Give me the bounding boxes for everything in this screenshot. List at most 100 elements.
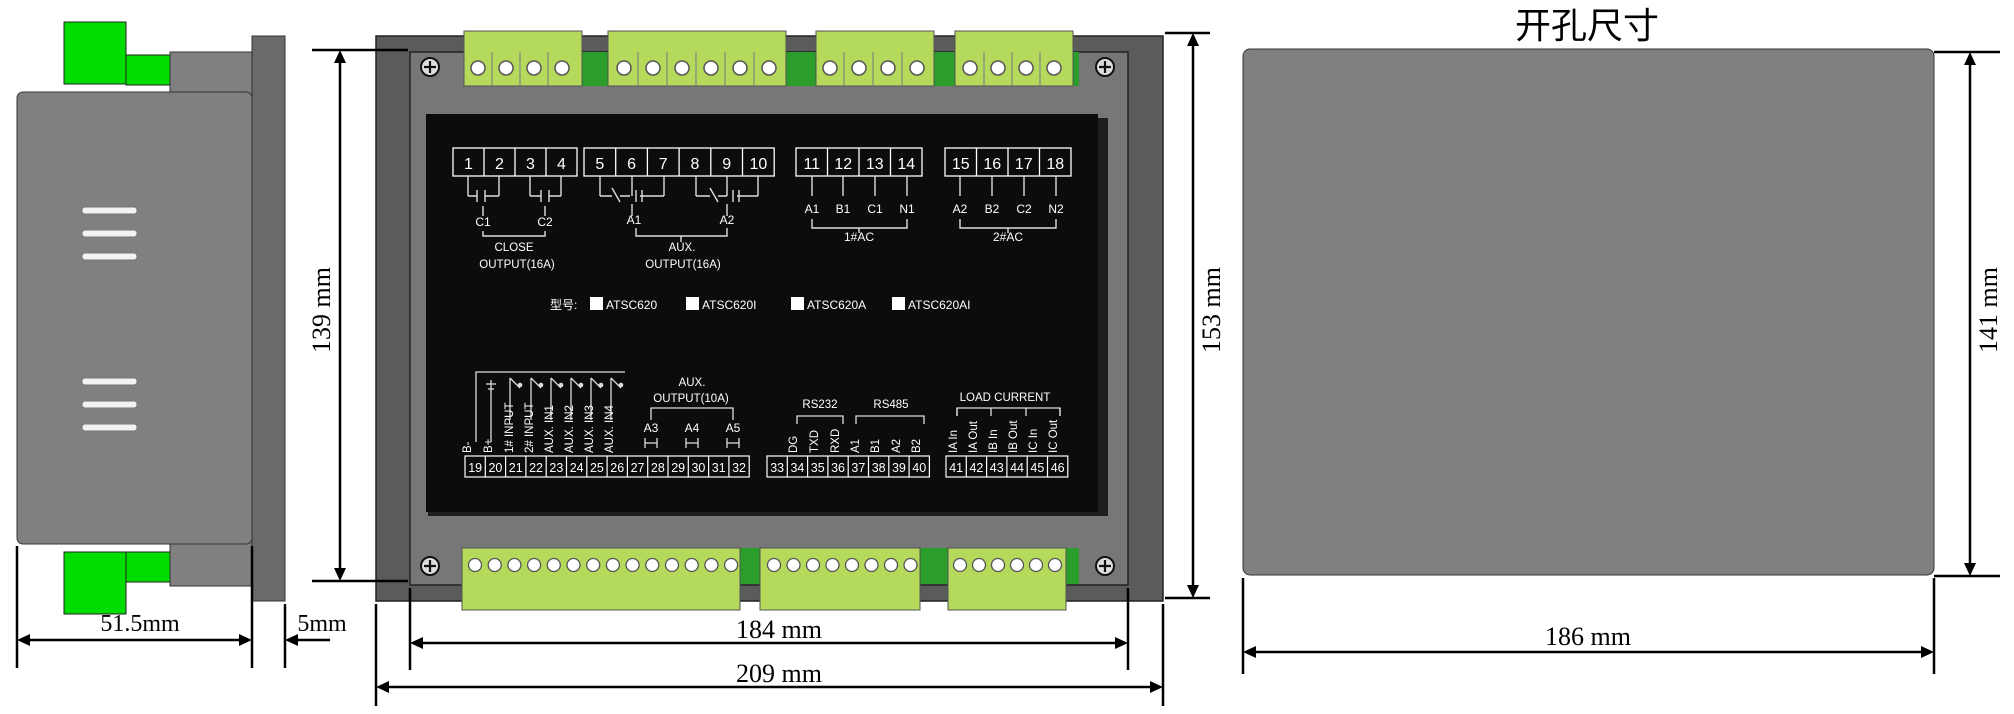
ac1-caption: 1#AC: [844, 230, 874, 244]
side-green-plug-bottom: [125, 551, 171, 583]
terminal-screw: [883, 557, 899, 573]
ac1-phase-label: B1: [836, 202, 851, 216]
top-terminal-number: 14: [897, 156, 915, 173]
load-signal-label: IC Out: [1048, 419, 1060, 453]
side-body: [16, 91, 253, 545]
side-green-connector-top: [63, 21, 127, 85]
terminal-screw: [526, 557, 542, 573]
bottom-terminal-number: 42: [969, 461, 983, 475]
input-switch-dots: [517, 382, 624, 388]
cutout-view: 开孔尺寸 141 mm 186 mm: [1241, 6, 2003, 674]
ac2-phase-label: B2: [985, 202, 1000, 216]
bottom-terminal-number: 27: [631, 461, 645, 475]
bottom-terminal-number: 46: [1051, 461, 1065, 475]
side-green-connector-bottom: [63, 551, 127, 615]
model-option-label: ATSC620AI: [908, 298, 970, 312]
ac2-caption: 2#AC: [993, 230, 1023, 244]
terminal-screw: [805, 557, 821, 573]
top-terminal-number: 9: [722, 156, 731, 173]
bottom-terminal-number: 22: [529, 461, 543, 475]
bottom-terminal-number: 33: [770, 461, 784, 475]
bottom-terminal-number: 24: [570, 461, 584, 475]
top-terminal-block-3: [815, 30, 935, 87]
aux-a1-label: A1: [627, 213, 642, 227]
top-terminal-number: 13: [866, 156, 884, 173]
aux-caption-line1: AUX.: [669, 242, 696, 254]
bottom-terminal-block-1: [461, 547, 741, 611]
top-terminal-number: 18: [1046, 156, 1064, 173]
side-bezel: [251, 35, 286, 602]
close-output-wiring: [467, 176, 562, 237]
bottom-terminal-number: 32: [732, 461, 746, 475]
terminal-screw: [704, 557, 719, 573]
top-terminal-number: 4: [557, 156, 566, 173]
label-side-depth: 51.5mm: [100, 611, 180, 637]
bottom-terminal-number: 34: [790, 461, 804, 475]
load-signal-label: IB In: [988, 429, 1000, 453]
top-terminal-number: 8: [690, 156, 699, 173]
terminal-screw: [487, 557, 502, 573]
ac1-phase-label: C1: [867, 202, 883, 216]
terminal-screw: [844, 557, 860, 573]
terminal-screw: [971, 557, 987, 573]
bottom-terminal-block-2: [759, 547, 921, 611]
mount-screw-icon: [1095, 556, 1115, 576]
label-bezel-thickness: 5mm: [297, 611, 347, 637]
ac1-phase-label: N1: [899, 202, 915, 216]
input-signal-label: AUX. IN3: [584, 405, 596, 453]
side-vent-slots-bottom: [81, 377, 138, 432]
top-terminal-number: 17: [1015, 156, 1033, 173]
bottom-terminal-number: 45: [1030, 461, 1044, 475]
terminal-screw: [825, 557, 840, 573]
bottom-terminal-number: 36: [831, 461, 845, 475]
aux-out-relay-label: A4: [685, 421, 700, 435]
ac1-wiring: [811, 176, 908, 233]
top-terminal-number: 10: [749, 156, 767, 173]
load-current-caption: LOAD CURRENT: [960, 392, 1051, 404]
top-terminal-number: 2: [495, 156, 504, 173]
input-wiring: [475, 371, 625, 442]
rs232-caption: RS232: [802, 399, 837, 411]
load-signal-label: IB Out: [1008, 420, 1020, 453]
aux-out-caption-line1: AUX.: [679, 377, 706, 389]
bottom-terminal-number: 38: [872, 461, 886, 475]
top-terminal-number: 16: [983, 156, 1001, 173]
model-checkbox: [590, 297, 603, 310]
input-signal-label: AUX. IN4: [604, 404, 616, 453]
bottom-terminal-number: 21: [509, 461, 523, 475]
close-caption-line2: OUTPUT(16A): [479, 259, 555, 271]
mount-screw-icon: [420, 57, 440, 77]
label-inner-width: 184 mm: [736, 615, 822, 644]
bottom-terminal-number: 44: [1010, 461, 1024, 475]
terminal-screw: [605, 557, 621, 573]
cutout-dimension-arrows: [1243, 52, 1976, 658]
terminal-screw: [467, 557, 483, 573]
side-green-plug-top: [125, 54, 171, 86]
load-current-wiring: [956, 407, 1061, 416]
side-vent-slots-top: [81, 206, 138, 261]
bottom-terminal-number: 40: [912, 461, 926, 475]
bottom-terminal-number: 39: [892, 461, 906, 475]
rs485-signal-label: A1: [850, 439, 862, 453]
top-terminal-number: 6: [627, 156, 636, 173]
bottom-terminal-number: 28: [651, 461, 665, 475]
load-signal-label: IC In: [1028, 429, 1040, 453]
mount-screw-icon: [420, 556, 440, 576]
input-signal-label: AUX. IN1: [544, 405, 556, 453]
label-panel: [426, 114, 1098, 512]
bottom-terminal-number: 31: [712, 461, 726, 475]
terminal-screw: [1009, 557, 1025, 573]
model-prefix: 型号:: [550, 298, 577, 312]
model-checkbox: [686, 297, 699, 310]
terminal-screw: [766, 557, 782, 573]
ac2-phase-label: N2: [1048, 202, 1064, 216]
rear-dimension-arrows: [334, 33, 1199, 693]
load-signal-label: IA In: [948, 430, 960, 453]
cutout-dimension-lines: [1241, 50, 2000, 674]
rs232-signal-label: RXD: [830, 429, 842, 453]
terminal-screw: [507, 557, 522, 573]
